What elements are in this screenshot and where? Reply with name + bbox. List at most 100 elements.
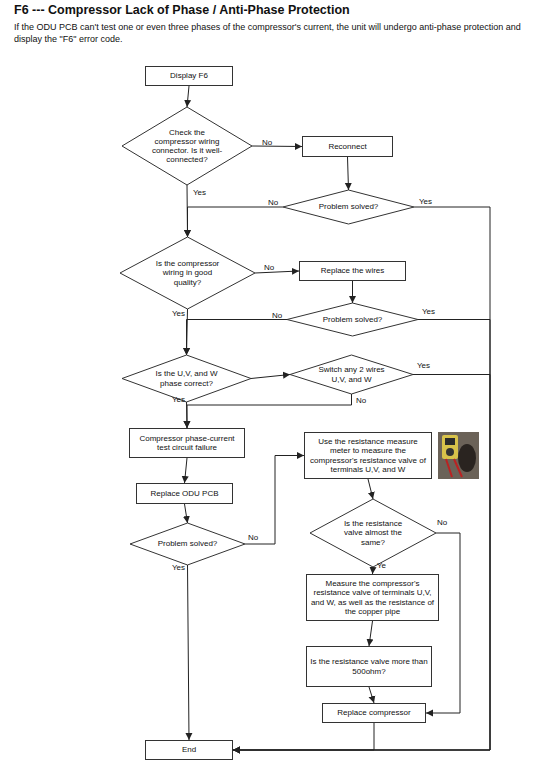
- node-text: End: [148, 745, 230, 754]
- connector: [187, 185, 189, 237]
- connector: [188, 565, 190, 740]
- text-holder: Switch any 2 wires U,V, and W: [314, 365, 390, 383]
- meter-photo: [438, 432, 479, 479]
- edge-label: Ye: [377, 562, 386, 570]
- edge-label: No: [268, 199, 278, 207]
- text-holder: Measure the compressor's resistance valv…: [309, 579, 436, 616]
- diamond-shape: [120, 237, 255, 309]
- edge-label: Yes: [172, 564, 185, 572]
- connector: [233, 320, 490, 751]
- text-holder: Display F6: [148, 71, 230, 80]
- text-holder: Replace the wires: [302, 266, 403, 275]
- connector: [233, 207, 490, 750]
- text-holder: Replace ODU PCB: [139, 489, 230, 498]
- connector: [369, 621, 373, 646]
- connector: [188, 207, 284, 237]
- node-text: Problem solved?: [152, 539, 223, 548]
- text-holder: Problem solved?: [308, 202, 389, 211]
- connector: [185, 458, 188, 483]
- connector: [348, 157, 349, 190]
- decision-diamond: Is the resistance valve almost the same?: [310, 499, 436, 567]
- diamond-shape: [130, 523, 245, 565]
- node-text: Problem solved?: [308, 202, 389, 211]
- connector: [187, 309, 188, 355]
- node-text: Problem solved?: [312, 315, 393, 324]
- node-text: Switch any 2 wires U,V, and W: [314, 365, 390, 383]
- decision-diamond: Is the compressor wiring in good quality…: [120, 237, 255, 309]
- connector: [233, 375, 490, 751]
- node-text: Replace compressor: [325, 708, 423, 717]
- text-holder: Replace compressor: [325, 708, 423, 717]
- diamond-shape: [122, 107, 252, 185]
- text-holder: Problem solved?: [312, 315, 393, 324]
- text-holder: Check the compressor wiring connector. I…: [148, 128, 226, 165]
- process-box: Replace the wires: [299, 261, 406, 281]
- connector: [245, 456, 304, 545]
- decision-diamond: Check the compressor wiring connector. I…: [122, 107, 252, 185]
- text-holder: Use the resistance measure meter to meas…: [307, 437, 429, 474]
- text-holder: End: [148, 745, 230, 754]
- edge-label: Yes: [417, 362, 430, 370]
- diamond-shape: [310, 499, 436, 567]
- connector: [187, 320, 288, 356]
- decision-diamond: Is the U,V, and W phase correct?: [122, 355, 251, 402]
- decision-diamond: Problem solved?: [283, 190, 414, 224]
- node-text: Reconnect: [305, 142, 390, 151]
- diamond-shape: [290, 355, 413, 394]
- text-holder: Compressor phase-current test circuit fa…: [132, 434, 242, 452]
- process-box: Is the resistance valve more than 500ohm…: [306, 646, 432, 687]
- edge-label: Yes: [193, 189, 206, 197]
- edge-label: Yes: [172, 310, 185, 318]
- text-holder: Reconnect: [305, 142, 390, 151]
- process-box: Measure the compressor's resistance valv…: [306, 574, 439, 621]
- intro-note: If the ODU PCB can't test one or even th…: [14, 22, 534, 45]
- connector: [368, 479, 373, 499]
- node-text: Is the resistance valve almost the same?: [335, 519, 411, 547]
- node-text: Is the compressor wiring in good quality…: [149, 259, 227, 287]
- text-holder: Is the compressor wiring in good quality…: [149, 259, 227, 287]
- connector: [251, 375, 290, 379]
- connector: [187, 394, 352, 428]
- node-text: Display F6: [148, 71, 230, 80]
- process-box: Reconnect: [302, 136, 393, 157]
- edge-label: No: [437, 519, 447, 527]
- process-box: Display F6: [145, 66, 233, 86]
- node-text: Compressor phase-current test circuit fa…: [132, 434, 242, 452]
- decision-diamond: Switch any 2 wires U,V, and W: [290, 355, 413, 394]
- node-text: Replace ODU PCB: [139, 489, 230, 498]
- process-box: Use the resistance measure meter to meas…: [304, 432, 432, 479]
- edge-label: Yes: [419, 198, 432, 206]
- text-holder: Is the resistance valve almost the same?: [335, 519, 411, 547]
- edge-label: Yes: [172, 396, 185, 404]
- node-text: Check the compressor wiring connector. I…: [148, 128, 226, 165]
- connector: [233, 723, 374, 750]
- edge-label: No: [248, 534, 258, 542]
- edge-label: No: [264, 264, 274, 272]
- text-holder: Is the resistance valve more than 500ohm…: [309, 657, 429, 675]
- decision-diamond: Problem solved?: [130, 523, 245, 565]
- edge-label: No: [262, 139, 272, 147]
- title: F6 --- Compressor Lack of Phase / Anti-P…: [14, 3, 350, 17]
- connector: [352, 281, 353, 303]
- connector: [255, 271, 299, 273]
- edge-label: No: [356, 397, 366, 405]
- node-text: Replace the wires: [302, 266, 403, 275]
- connector: [372, 567, 374, 574]
- node-text: Use the resistance measure meter to meas…: [307, 437, 429, 474]
- process-box: Replace ODU PCB: [136, 483, 233, 504]
- process-box: Compressor phase-current test circuit fa…: [129, 428, 245, 458]
- edge-label: Yes: [422, 308, 435, 316]
- node-text: Is the U,V, and W phase correct?: [148, 369, 225, 387]
- diamond-shape: [287, 303, 418, 336]
- process-box: End: [145, 740, 233, 760]
- text-holder: Is the U,V, and W phase correct?: [148, 369, 225, 387]
- connector: [187, 86, 189, 107]
- diamond-shape: [122, 355, 251, 402]
- connector: [185, 504, 188, 523]
- connector: [252, 146, 302, 148]
- edge-label: No: [272, 312, 282, 320]
- diamond-shape: [283, 190, 414, 224]
- connector: [186, 402, 188, 428]
- connector: [369, 687, 374, 703]
- text-holder: Problem solved?: [152, 539, 223, 548]
